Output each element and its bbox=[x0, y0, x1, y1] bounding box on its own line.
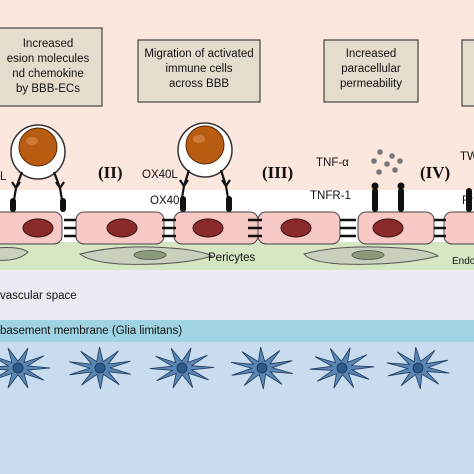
immune-cell-middle bbox=[177, 122, 233, 178]
textbox-adhesion-line-1: Increased bbox=[23, 38, 74, 50]
membrane-receptors bbox=[10, 182, 472, 212]
textbox-permeability: Increased paracellular permeability bbox=[323, 39, 419, 103]
astrocyte bbox=[386, 346, 450, 390]
textbox-migration-line-1: Migration of activated bbox=[144, 48, 253, 60]
textbox-partial-right bbox=[461, 39, 474, 107]
immune-receptors-left bbox=[11, 171, 65, 201]
label-tw: TW bbox=[460, 151, 474, 163]
astrocyte bbox=[230, 346, 294, 390]
label-endo: Endo bbox=[452, 256, 474, 267]
textbox-adhesion-line-2: esion molecules bbox=[7, 53, 90, 65]
textbox-adhesion-line-4: by BBB-ECs bbox=[16, 83, 80, 95]
astrocyte bbox=[69, 346, 131, 390]
nucleus bbox=[106, 218, 138, 238]
label-ox40l: OX40L bbox=[142, 169, 178, 181]
astrocyte bbox=[149, 347, 215, 389]
astrocyte bbox=[309, 347, 375, 389]
nucleus bbox=[372, 218, 404, 238]
roman-numeral-iv: (IV) bbox=[420, 163, 450, 182]
tnf-alpha-particles bbox=[371, 149, 403, 175]
label-tnf-alpha: TNF-α bbox=[316, 157, 349, 169]
textbox-migration: Migration of activated immune cells acro… bbox=[137, 39, 261, 103]
label-perivascular-space: vascular space bbox=[0, 290, 77, 302]
label-pericytes: Pericytes bbox=[208, 252, 256, 264]
roman-numeral-iii: (III) bbox=[262, 163, 293, 182]
roman-numeral-ii: (II) bbox=[98, 163, 123, 182]
label-ox40: OX40 bbox=[150, 195, 179, 207]
textbox-permeability-line-1: Increased bbox=[346, 48, 397, 60]
perivascular-space-layer bbox=[0, 270, 474, 320]
pericytes bbox=[0, 246, 440, 265]
nucleus bbox=[22, 218, 54, 238]
astrocyte bbox=[0, 347, 51, 389]
textbox-adhesion-line-3: nd chemokine bbox=[12, 68, 84, 80]
label-fr: Fr bbox=[462, 195, 473, 207]
textbox-permeability-line-2: paracellular bbox=[341, 63, 401, 75]
label-tnfr1: TNFR-1 bbox=[310, 190, 351, 202]
label-basement-membrane: basement membrane (Glia limitans) bbox=[0, 325, 182, 337]
basement-membrane-layer bbox=[0, 320, 474, 342]
astrocytes bbox=[0, 346, 450, 390]
immune-receptors-middle bbox=[179, 169, 231, 199]
textbox-permeability-line-3: permeability bbox=[340, 78, 402, 90]
tight-junctions bbox=[64, 218, 446, 238]
textbox-adhesion: Increased esion molecules nd chemokine b… bbox=[0, 27, 103, 107]
endothelial-cell bbox=[443, 211, 474, 245]
label-l-left: L bbox=[0, 171, 7, 183]
nucleus bbox=[280, 218, 312, 238]
immune-cell-left bbox=[10, 124, 66, 180]
textbox-migration-line-2: immune cells bbox=[165, 63, 232, 75]
endothelial-layer bbox=[0, 211, 474, 245]
textbox-migration-line-3: across BBB bbox=[169, 78, 229, 90]
nucleus bbox=[192, 218, 224, 238]
